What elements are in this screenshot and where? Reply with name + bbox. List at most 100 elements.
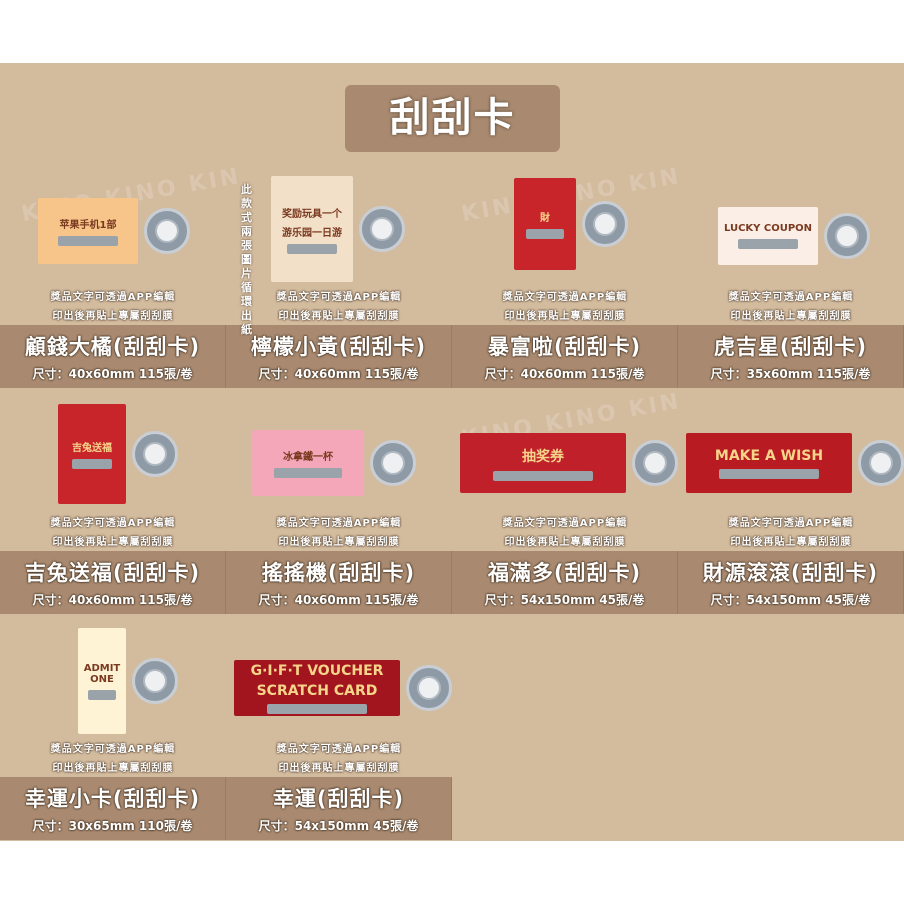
product-size: 尺寸：40x60mm 115張/卷 (32, 367, 193, 381)
product-label-band: 財源滾滾(刮刮卡) 尺寸：54x150mm 45張/卷 (678, 551, 904, 614)
scratch-area (287, 243, 337, 254)
scratch-area (87, 689, 117, 700)
product-name: 吉兔送福(刮刮卡) (24, 561, 201, 585)
note-line-1: 獎品文字可透過APP編輯 (502, 292, 628, 303)
card-text: 苹果手机1部 (59, 220, 117, 231)
label-roll-icon (144, 208, 190, 254)
product-grid: 苹果手机1部 獎品文字可透過APP編輯 印出後再貼上專屬刮刮膜 顧錢大橘(刮刮卡… (0, 63, 904, 841)
product-image: 奖励玩具一个 游乐园一日游 (226, 160, 452, 325)
label-roll-icon (406, 665, 452, 711)
product-panel: KINO KINO KIN KINO KINO KIN KINO KINO KI… (0, 63, 904, 841)
product-label-band: 搖搖機(刮刮卡) 尺寸：40x60mm 115張/卷 (226, 551, 452, 614)
product-name: 福滿多(刮刮卡) (487, 561, 642, 585)
product-label-band: 檸檬小黃(刮刮卡) 尺寸：40x60mm 115張/卷 (226, 325, 452, 388)
product-name: 顧錢大橘(刮刮卡) (24, 335, 201, 359)
note-line-2: 印出後再貼上專屬刮刮膜 (730, 311, 852, 322)
card-text: 冰拿鐵一杯 (283, 452, 333, 463)
scratch-card-preview: 吉兔送福 (58, 404, 126, 504)
note-line-1: 獎品文字可透過APP編輯 (50, 744, 176, 755)
scratch-area (738, 239, 798, 249)
product-size: 尺寸：40x60mm 115張/卷 (484, 367, 645, 381)
note-line-1: 獎品文字可透過APP編輯 (502, 518, 628, 529)
product-cell[interactable]: 抽奖券 獎品文字可透過APP編輯 印出後再貼上專屬刮刮膜 福滿多(刮刮卡) 尺寸… (452, 386, 678, 676)
note-line-1: 獎品文字可透過APP編輯 (728, 292, 854, 303)
product-image: LUCKY COUPON (678, 160, 904, 325)
product-cell[interactable]: 吉兔送福 獎品文字可透過APP編輯 印出後再貼上專屬刮刮膜 吉兔送福(刮刮卡) … (0, 386, 226, 676)
card-text: MAKE A WISH (714, 447, 824, 464)
card-text-2: SCRATCH CARD (256, 682, 378, 699)
note-line-2: 印出後再貼上專屬刮刮膜 (52, 311, 174, 322)
product-image: 財 (452, 160, 678, 325)
note-line-1: 獎品文字可透過APP編輯 (276, 518, 402, 529)
label-roll-icon (824, 213, 870, 259)
note-line-2: 印出後再貼上專屬刮刮膜 (278, 311, 400, 322)
product-size: 尺寸：54x150mm 45張/卷 (484, 593, 645, 607)
scratch-card-preview: LUCKY COUPON (718, 207, 818, 265)
product-name: 財源滾滾(刮刮卡) (702, 561, 879, 585)
label-roll-icon (132, 658, 178, 704)
product-size: 尺寸：40x60mm 115張/卷 (32, 593, 193, 607)
product-name: 檸檬小黃(刮刮卡) (250, 335, 427, 359)
product-cell[interactable]: ADMIT ONE 獎品文字可透過APP編輯 印出後再貼上專屬刮刮膜 幸運小卡(… (0, 612, 226, 902)
scratch-area (719, 468, 819, 479)
product-label-band: 幸運(刮刮卡) 尺寸：54x150mm 45張/卷 (226, 777, 452, 840)
card-text: ADMIT ONE (83, 662, 121, 685)
product-label-band: 暴富啦(刮刮卡) 尺寸：40x60mm 115張/卷 (452, 325, 678, 388)
scratch-area (526, 229, 564, 239)
note-line-2: 印出後再貼上專屬刮刮膜 (52, 537, 174, 548)
page-title: 刮刮卡 (345, 85, 560, 152)
note-line-2: 印出後再貼上專屬刮刮膜 (730, 537, 852, 548)
note-line-2: 印出後再貼上專屬刮刮膜 (278, 537, 400, 548)
product-cell[interactable]: LUCKY COUPON 獎品文字可透過APP編輯 印出後再貼上專屬刮刮膜 虎吉… (678, 160, 904, 450)
scratch-area (493, 470, 593, 481)
scratch-card-preview: G·I·F·T VOUCHER SCRATCH CARD (234, 660, 400, 716)
product-cell[interactable]: 苹果手机1部 獎品文字可透過APP編輯 印出後再貼上專屬刮刮膜 顧錢大橘(刮刮卡… (0, 160, 226, 450)
side-note: 此款式兩張圖片循環出紙 (241, 183, 252, 336)
product-name: 虎吉星(刮刮卡) (713, 335, 868, 359)
product-label-band: 幸運小卡(刮刮卡) 尺寸：30x65mm 110張/卷 (0, 777, 226, 840)
scratch-card-preview: 抽奖券 (460, 433, 626, 493)
note-line-1: 獎品文字可透過APP編輯 (728, 518, 854, 529)
product-size: 尺寸：35x60mm 115張/卷 (710, 367, 871, 381)
product-size: 尺寸：40x60mm 115張/卷 (258, 593, 419, 607)
product-label-band: 吉兔送福(刮刮卡) 尺寸：40x60mm 115張/卷 (0, 551, 226, 614)
product-image: G·I·F·T VOUCHER SCRATCH CARD (226, 612, 452, 777)
card-text: G·I·F·T VOUCHER (250, 662, 384, 679)
product-image: ADMIT ONE (0, 612, 226, 777)
product-label-band: 虎吉星(刮刮卡) 尺寸：35x60mm 115張/卷 (678, 325, 904, 388)
note-line-1: 獎品文字可透過APP編輯 (276, 744, 402, 755)
product-name: 幸運(刮刮卡) (272, 787, 405, 811)
note-line-2: 印出後再貼上專屬刮刮膜 (52, 763, 174, 774)
note-line-1: 獎品文字可透過APP編輯 (50, 518, 176, 529)
product-cell[interactable]: 奖励玩具一个 游乐园一日游 獎品文字可透過APP編輯 印出後再貼上專屬刮刮膜 檸… (226, 160, 452, 450)
scratch-card-preview: 奖励玩具一个 游乐园一日游 (271, 176, 353, 282)
product-size: 尺寸：30x65mm 110張/卷 (32, 819, 193, 833)
card-text: 吉兔送福 (72, 443, 112, 454)
scratch-area (71, 459, 113, 469)
note-line-1: 獎品文字可透過APP編輯 (276, 292, 402, 303)
product-image: 抽奖券 (452, 386, 678, 551)
product-cell[interactable]: 財 獎品文字可透過APP編輯 印出後再貼上專屬刮刮膜 暴富啦(刮刮卡) 尺寸：4… (452, 160, 678, 450)
scratch-area (267, 703, 367, 714)
product-size: 尺寸：40x60mm 115張/卷 (258, 367, 419, 381)
product-cell[interactable]: 冰拿鐵一杯 獎品文字可透過APP編輯 印出後再貼上專屬刮刮膜 搖搖機(刮刮卡) … (226, 386, 452, 676)
scratch-card-preview: ADMIT ONE (78, 628, 126, 734)
product-cell[interactable]: MAKE A WISH 獎品文字可透過APP編輯 印出後再貼上專屬刮刮膜 財源滾… (678, 386, 904, 676)
note-line-2: 印出後再貼上專屬刮刮膜 (504, 311, 626, 322)
product-size: 尺寸：54x150mm 45張/卷 (710, 593, 871, 607)
product-cell[interactable]: G·I·F·T VOUCHER SCRATCH CARD 獎品文字可透過APP編… (226, 612, 452, 902)
product-name: 幸運小卡(刮刮卡) (24, 787, 201, 811)
card-text-2: 游乐园一日游 (282, 227, 342, 239)
product-size: 尺寸：54x150mm 45張/卷 (258, 819, 419, 833)
scratch-card-preview: 苹果手机1部 (38, 198, 138, 264)
label-roll-icon (582, 201, 628, 247)
product-image: 苹果手机1部 (0, 160, 226, 325)
scratch-area (58, 236, 118, 246)
label-roll-icon (632, 440, 678, 486)
scratch-card-preview: 財 (514, 178, 576, 270)
scratch-card-preview: 冰拿鐵一杯 (252, 430, 364, 496)
product-image: 吉兔送福 (0, 386, 226, 551)
product-image: 冰拿鐵一杯 (226, 386, 452, 551)
scratch-area (274, 468, 342, 478)
card-text: 財 (540, 213, 550, 224)
